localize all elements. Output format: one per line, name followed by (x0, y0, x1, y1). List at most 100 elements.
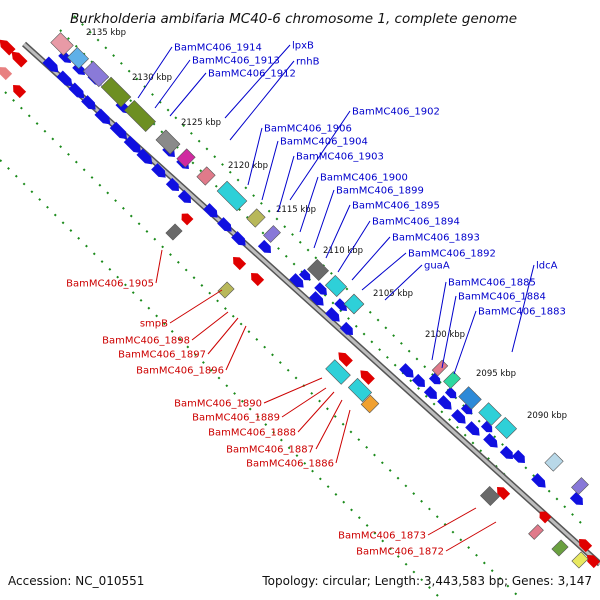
label-leader-line (361, 252, 407, 291)
gene-label: BamMC406_1914 (174, 43, 262, 54)
label-leader-line (453, 310, 477, 375)
gene-block (478, 402, 502, 426)
gene-label: BamMC406_1904 (280, 137, 368, 148)
gene-block (544, 452, 564, 472)
gene-label: ldcA (536, 261, 558, 272)
scale-2125: 2125 kbp (181, 118, 221, 128)
scale-2110: 2110 kbp (323, 246, 363, 256)
reverse-gene-arrow (251, 273, 265, 287)
gene-label: BamMC406_1884 (458, 292, 546, 303)
gene-label: BamMC406_1903 (296, 152, 384, 163)
gene-label: BamMC406_1888 (208, 428, 296, 439)
forward-gene-arrow (451, 409, 466, 424)
label-leader-line (325, 204, 351, 259)
label-leader-line (225, 325, 247, 371)
forward-gene-arrow (151, 163, 166, 178)
forward-gene-arrow (42, 56, 59, 73)
gene-label: BamMC406_1912 (208, 69, 296, 80)
gene-block (443, 371, 461, 389)
gene-label: BamMC406_1900 (320, 173, 408, 184)
forward-gene-arrow (257, 239, 271, 253)
reverse-gene-arrow (0, 67, 13, 81)
gene-label: BamMC406_1892 (408, 249, 496, 260)
label-leader-line (315, 399, 343, 450)
gene-label: BamMC406_1885 (448, 278, 536, 289)
label-leader-line (384, 264, 423, 301)
gene-block (480, 486, 500, 506)
forward-gene-arrow (428, 372, 441, 385)
reverse-gene-arrow (0, 39, 16, 56)
label-leader-line (229, 60, 295, 141)
reverse-gene-arrow (181, 213, 194, 226)
gene-block (324, 274, 348, 298)
forward-gene-arrow (203, 203, 218, 218)
label-leader-line (351, 236, 391, 281)
chromosome-backbone (21, 41, 600, 567)
gene-block (458, 386, 482, 410)
forward-gene-arrow (123, 135, 142, 154)
gene-block (571, 551, 589, 569)
label-leader-line (247, 127, 263, 186)
gene-label: smpB (140, 319, 168, 330)
forward-gene-arrow (483, 433, 498, 448)
scale-2090: 2090 kbp (527, 411, 567, 421)
gene-label: BamMC406_1886 (246, 459, 334, 470)
label-leader-line (169, 72, 207, 117)
forward-gene-arrow (217, 217, 232, 232)
label-leader-line (441, 295, 457, 369)
forward-gene-arrow (399, 363, 414, 378)
gene-block (217, 281, 235, 299)
genome-summary-text: Topology: circular; Length: 3,443,583 bp… (261, 574, 592, 588)
gene-label: BamMC406_1873 (338, 531, 426, 542)
gene-label: BamMC406_1893 (392, 233, 480, 244)
reverse-gene-arrow (338, 352, 353, 367)
gene-label: BamMC406_1883 (478, 307, 566, 318)
label-leader-line (289, 110, 351, 201)
forward-gene-arrow (334, 298, 347, 311)
gene-block (263, 225, 281, 243)
map-title: Burkholderia ambifaria MC40-6 chromosome… (70, 11, 517, 27)
label-leader-line (277, 155, 295, 213)
reverse-gene-arrow (587, 555, 600, 569)
gene-label: BamMC406_1872 (356, 547, 444, 558)
gene-label: BamMC406_1896 (136, 366, 224, 377)
gene-features (0, 32, 600, 569)
forward-gene-arrow (81, 95, 96, 110)
gene-label: BamMC406_1894 (372, 217, 460, 228)
gene-block (343, 293, 365, 315)
reverse-gene-arrow (497, 487, 511, 501)
gene-block (50, 32, 74, 56)
forward-gene-arrow (309, 291, 324, 306)
gene-label: guaA (424, 261, 450, 272)
reverse-gene-arrow (539, 511, 552, 524)
gene-label: rnhB (296, 57, 320, 68)
label-leader-line (261, 140, 279, 201)
gene-label: lpxB (292, 41, 314, 52)
label-leader-line (224, 44, 291, 119)
label-leader-line (431, 281, 447, 361)
forward-gene-arrow (177, 189, 191, 203)
forward-gene-arrow (136, 148, 153, 165)
gene-block (571, 477, 589, 495)
reverse-gene-arrow (13, 85, 27, 99)
label-leader-line (511, 264, 535, 353)
forward-gene-arrow (531, 473, 546, 488)
gene-label: BamMC406_1906 (264, 124, 352, 135)
gene-label: BamMC406_1890 (174, 399, 262, 410)
scale-2130: 2130 kbp (132, 73, 172, 83)
gene-label: BamMC406_1897 (118, 350, 206, 361)
forward-gene-arrow (465, 421, 480, 436)
gene-block (216, 180, 248, 212)
gene-label: BamMC406_1895 (352, 201, 440, 212)
label-leader-line (297, 391, 335, 433)
reverse-gene-arrow (579, 539, 593, 553)
gene-block (165, 223, 183, 241)
scale-2095: 2095 kbp (476, 369, 516, 379)
gene-label: BamMC406_1913 (192, 56, 280, 67)
scale-2135: 2135 kbp (86, 28, 126, 38)
gene-label: BamMC406_1902 (352, 107, 440, 118)
accession-text: Accession: NC_010551 (8, 574, 144, 588)
gene-block (347, 377, 373, 403)
gene-label: BamMC406_1889 (192, 413, 280, 424)
